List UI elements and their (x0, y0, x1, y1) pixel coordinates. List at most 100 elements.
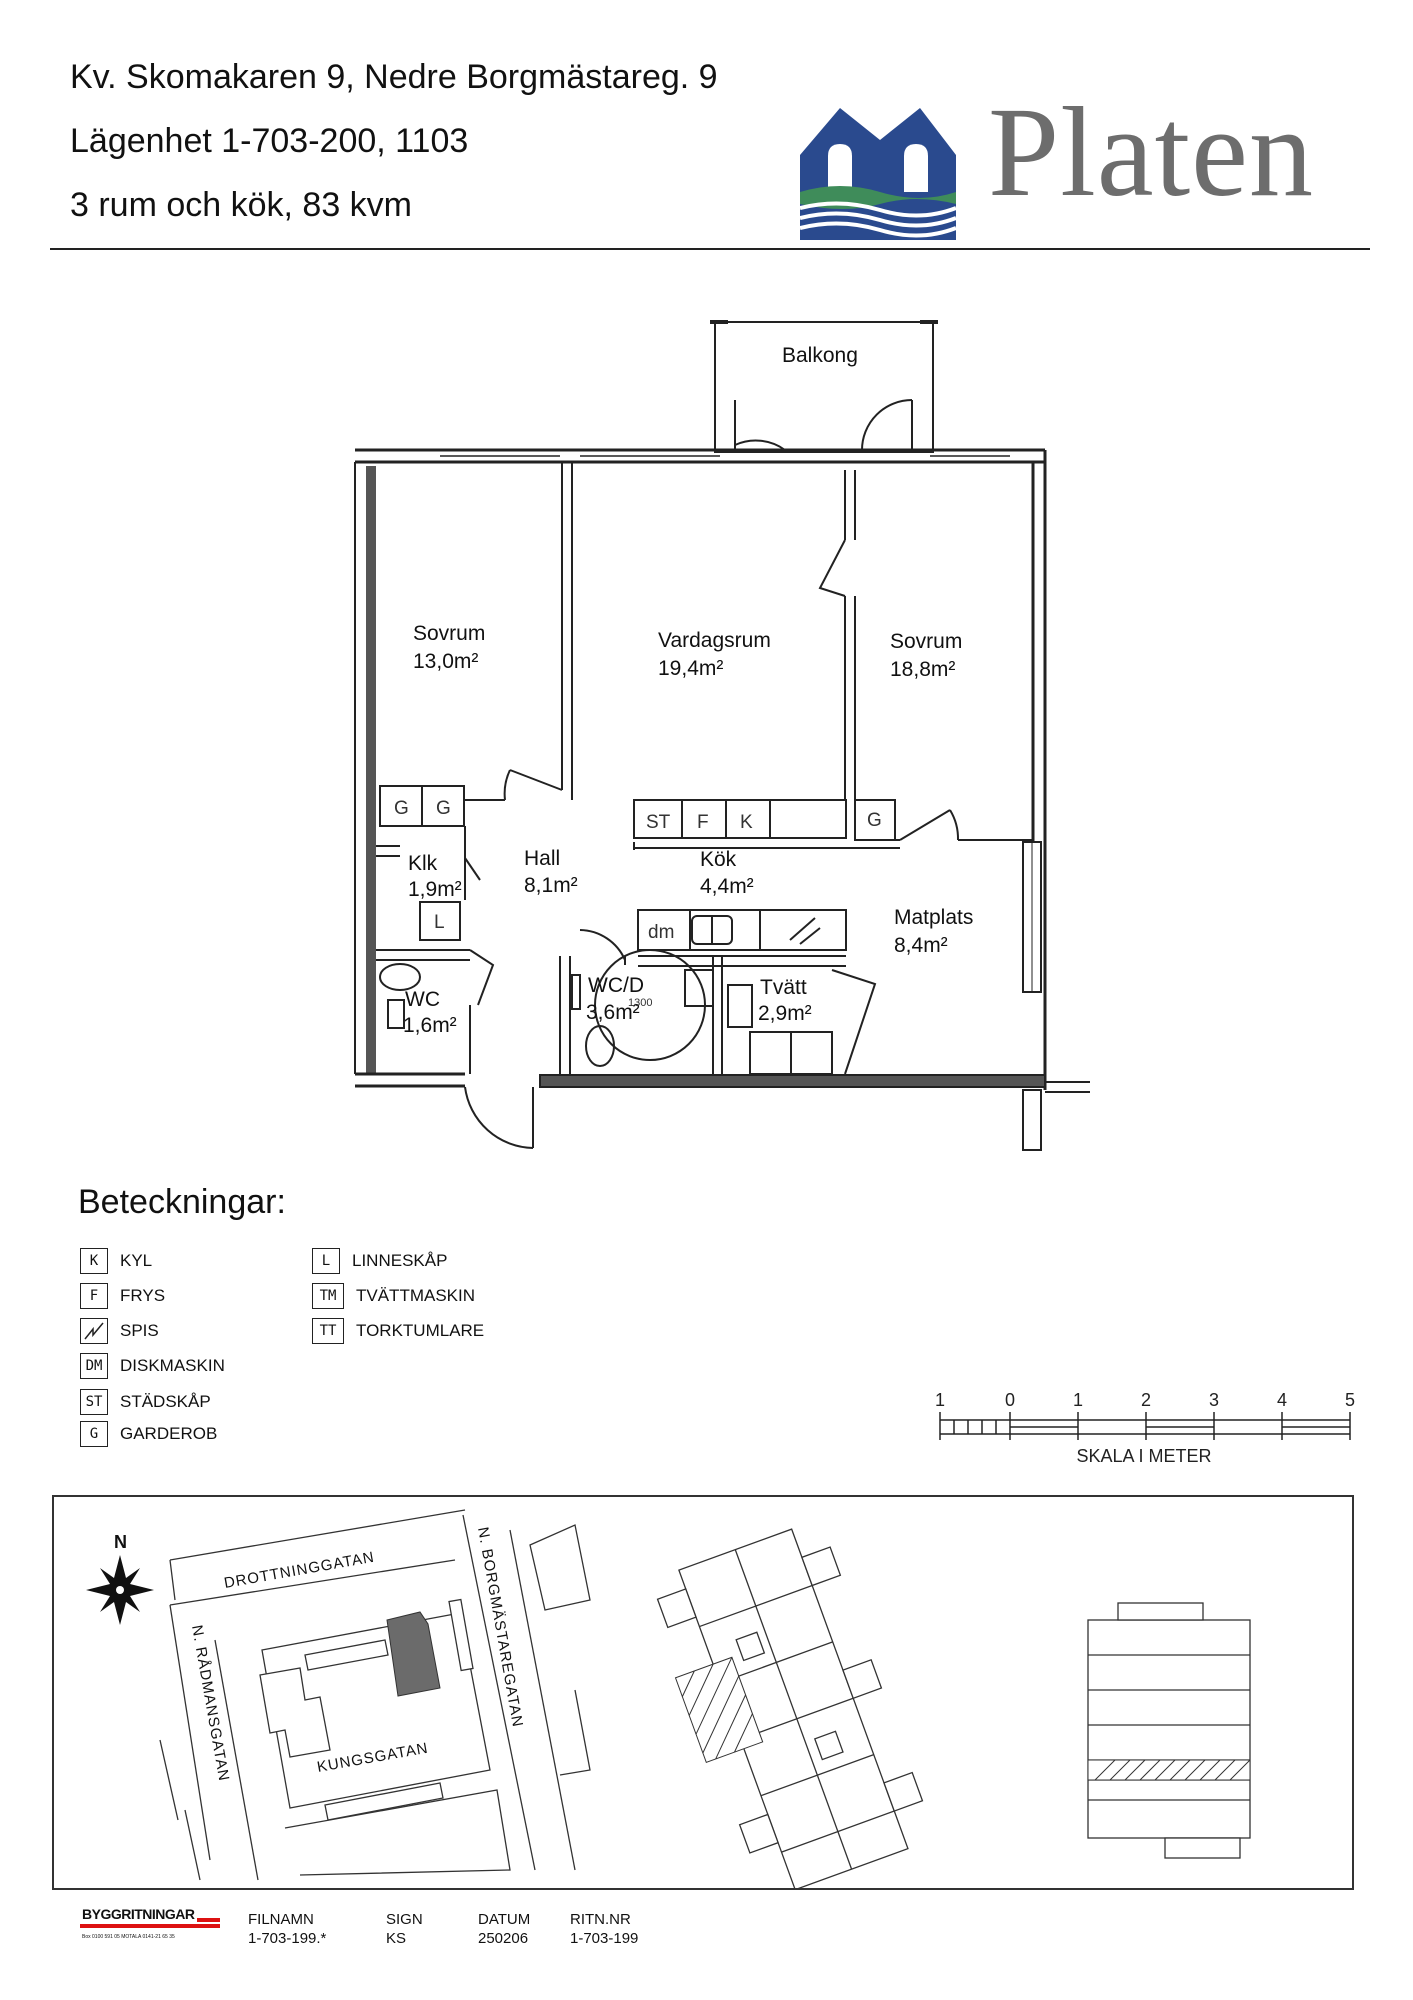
balcony-door-right (861, 399, 913, 451)
scale-tick: 0 (1005, 1390, 1015, 1410)
legend-code: TT (312, 1318, 344, 1344)
matplats-area: 8,4m² (894, 934, 948, 957)
legend-label: TVÄTTMASKIN (356, 1286, 476, 1305)
klk-area: 1,9m² (408, 878, 462, 901)
wcd-toilet (585, 1025, 615, 1067)
vardagsrum-area: 19,4m² (658, 657, 723, 680)
fixture-g: G (394, 798, 409, 819)
fixture-l: L (434, 912, 445, 933)
sovrum2-name: Sovrum (890, 630, 962, 653)
platen-logo-text: Platen (988, 81, 1314, 223)
filename-label: FILNAMN (248, 1911, 314, 1928)
scale-tick: 4 (1277, 1390, 1287, 1410)
drawing-number-value: 1-703-199 (570, 1930, 639, 1947)
matplats-name: Matplats (894, 906, 973, 929)
kok-name: Kök (700, 848, 737, 871)
sovrum2-area: 18,8m² (890, 658, 955, 681)
highlighted-building (386, 1611, 441, 1697)
legend-code: L (312, 1248, 340, 1274)
scale-tick: 1 (935, 1390, 945, 1410)
legend-code: G (80, 1421, 108, 1447)
fixture-dm: dm (648, 922, 674, 943)
sign-value: KS (386, 1930, 407, 1947)
tvatt-name: Tvätt (760, 976, 807, 999)
legend-label: DISKMASKIN (120, 1356, 225, 1375)
scale-tick: 1 (1073, 1390, 1083, 1410)
legend-code: ST (80, 1389, 108, 1415)
legend-label: GARDEROB (120, 1424, 218, 1443)
klk-name: Klk (408, 852, 438, 875)
legend-item: SPIS (80, 1317, 159, 1345)
stove-icon (80, 1318, 108, 1344)
date-label: DATUM (478, 1911, 531, 1928)
scale-bar: 1 0 1 2 3 4 5 SKALA I METER (935, 1390, 1355, 1466)
balcony-outline (714, 321, 934, 453)
site-map: N DROTTNINGGATAN N. BORGMÄSTAREGATAN N. … (86, 1509, 1251, 1888)
sovrum1-area: 13,0m² (413, 650, 478, 673)
legend-label: TORKTUMLARE (356, 1321, 485, 1340)
wc-toilet (379, 963, 421, 991)
date-value: 250206 (478, 1930, 529, 1947)
header-divider (50, 248, 1370, 250)
wcd-area: 3,6m² (586, 1001, 640, 1024)
wc-area: 1,6m² (403, 1014, 457, 1037)
fixture-g: G (436, 798, 451, 819)
left-wall (366, 466, 376, 1074)
filename-value: 1-703-199.* (248, 1930, 327, 1947)
legend-label: LINNESKÅP (352, 1251, 448, 1270)
legend-code: K (80, 1248, 108, 1274)
legend-item: K KYL (80, 1247, 152, 1275)
bedroom1-door (509, 769, 563, 791)
fixture-g: G (867, 810, 882, 831)
sovrum1-name: Sovrum (413, 622, 485, 645)
fixture-st: ST (646, 812, 671, 833)
legend-title: Beteckningar: (78, 1183, 286, 1221)
compass-icon (86, 1555, 154, 1625)
legend-label: FRYS (120, 1286, 166, 1305)
legend-code: F (80, 1283, 108, 1309)
hall-area: 8,1m² (524, 874, 578, 897)
apartment-number: Lägenhet 1-703-200, 1103 (70, 122, 469, 160)
site-map-frame (52, 1495, 1354, 1890)
wcd-dimension: 1300 (628, 997, 652, 1009)
drawing-number-label: RITN.NR (570, 1911, 631, 1928)
scale-tick: 2 (1141, 1390, 1151, 1410)
wc-name: WC (405, 988, 440, 1011)
legend-code: TM (312, 1283, 344, 1309)
scale-tick: 3 (1209, 1390, 1219, 1410)
platen-logo-icon (800, 108, 957, 240)
apartment-size: 3 rum och kök, 83 kvm (70, 186, 413, 224)
scale-tick: 5 (1345, 1390, 1355, 1410)
company-address: Box 0100 591 05 MOTALA 0141-21 65 35 (82, 1934, 175, 1940)
legend-item: DM DISKMASKIN (80, 1352, 225, 1380)
north-label: N (114, 1532, 127, 1552)
bedroom2-door (899, 809, 951, 841)
legend-label: KYL (120, 1251, 153, 1270)
entrance-door (464, 1086, 534, 1149)
sign-label: SIGN (386, 1911, 423, 1928)
scale-label: SKALA I METER (1076, 1446, 1211, 1466)
street-kungsgatan: KUNGSGATAN (316, 1740, 430, 1776)
highlighted-floor (1087, 1759, 1251, 1781)
company-logo: BYGGRITNINGAR Box 0100 591 05 MOTALA 014… (80, 1906, 220, 1948)
company-name: BYGGRITNINGAR (80, 1906, 197, 1922)
hall-name: Hall (524, 847, 560, 870)
address-title: Kv. Skomakaren 9, Nedre Borgmästareg. 9 (70, 58, 718, 96)
legend-label: STÄDSKÅP (120, 1392, 211, 1411)
fixture-f: F (697, 812, 709, 833)
floor-plan: G G ST F K G L dm Balkong Sovrum 13,0m² … (354, 320, 1090, 1151)
wcd-name: WC/D (588, 974, 644, 997)
legend-item: L LINNESKÅP (312, 1247, 447, 1275)
street-drottninggatan: DROTTNINGGATAN (223, 1549, 376, 1592)
vardagsrum-name: Vardagsrum (658, 629, 771, 652)
legend-item: TM TVÄTTMASKIN (312, 1282, 475, 1310)
tvatt-area: 2,9m² (758, 1002, 812, 1025)
balcony-label: Balkong (782, 344, 858, 367)
legend-label: SPIS (120, 1321, 159, 1340)
kok-area: 4,4m² (700, 875, 754, 898)
legend-code: DM (80, 1353, 108, 1379)
bottom-wall (539, 1074, 1046, 1088)
balcony-door-left (734, 439, 786, 451)
legend-item: ST STÄDSKÅP (80, 1388, 211, 1416)
legend-item: G GARDEROB (80, 1420, 217, 1448)
